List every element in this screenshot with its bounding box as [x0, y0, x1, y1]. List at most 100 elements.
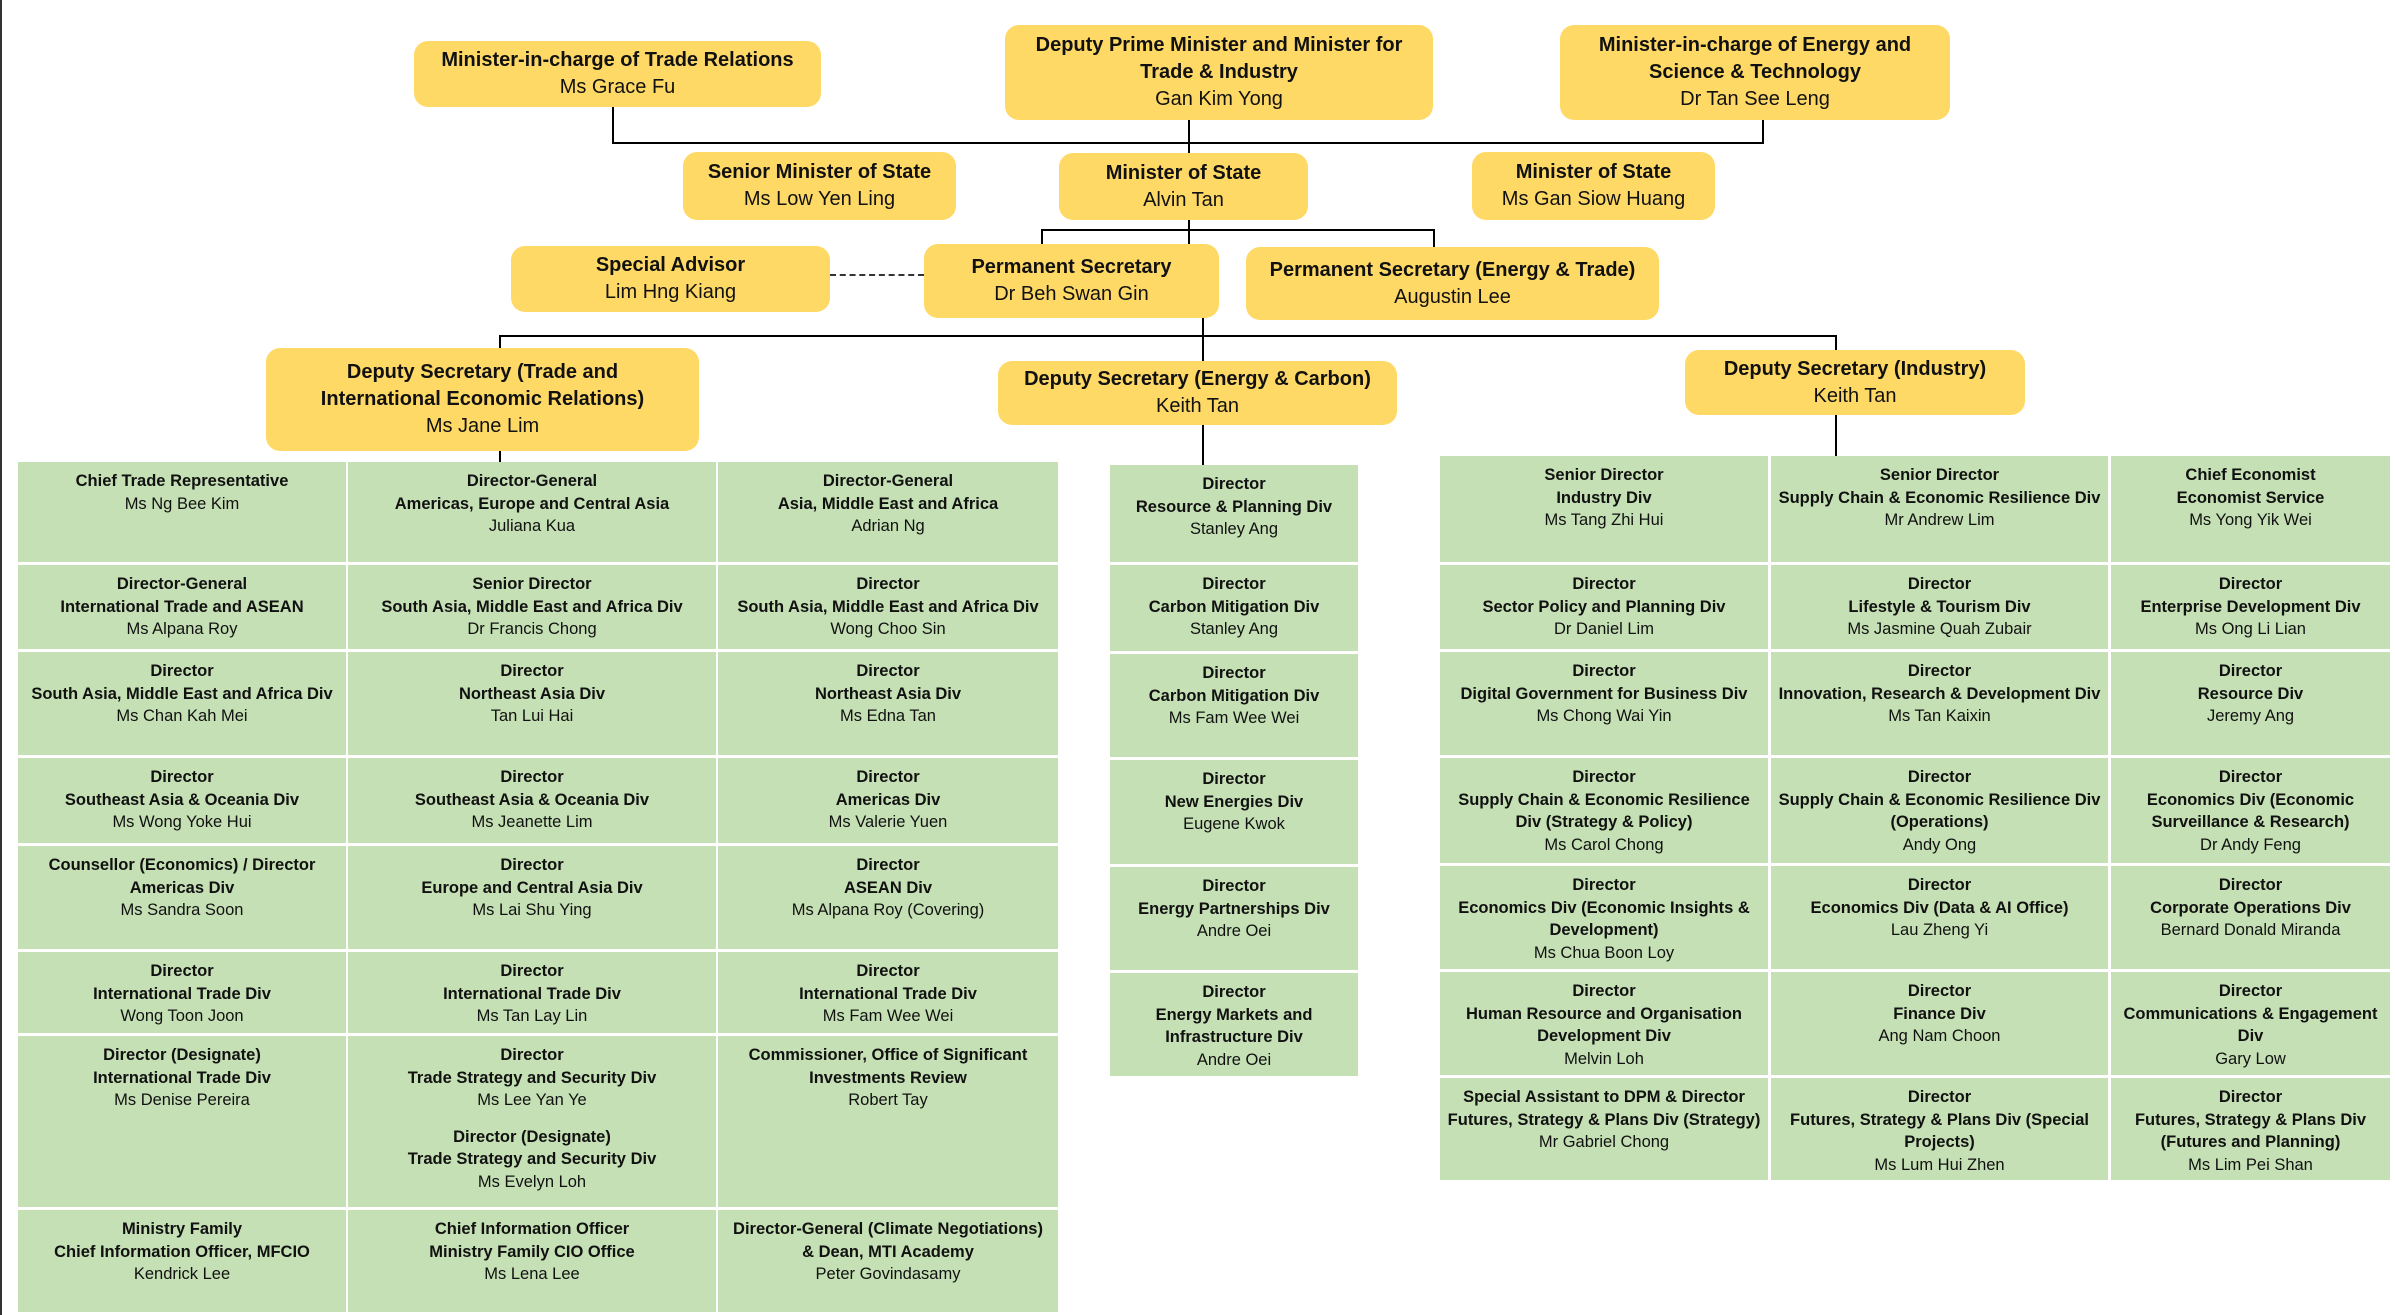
page-edge	[0, 0, 2, 1315]
cell-unit: Ministry Family CIO Office	[429, 1242, 635, 1261]
cell-role: Director	[856, 962, 920, 980]
cell-unit: South Asia, Middle East and Africa Div	[737, 597, 1039, 616]
division-cell: Commissioner, Office of Significant Inve…	[718, 1036, 1058, 1207]
cell-person-name: Ms Alpana Roy (Covering)	[791, 901, 985, 919]
cell-unit: Industry Div	[1556, 488, 1652, 507]
cell-person-name: Ms Lim Pei Shan	[2188, 1155, 2313, 1174]
cell-person-name: Ms Chan Kah Mei	[116, 707, 248, 725]
cell-unit: Corporate Operations Div	[2150, 898, 2351, 917]
cell-person-name: Ms Alpana Roy	[126, 620, 238, 638]
cell-unit: Futures, Strategy & Plans Div (Futures a…	[2134, 1110, 2367, 1152]
cell-unit: Supply Chain & Economic Resilience Div	[1778, 488, 2101, 507]
cell-person-name: Bernard Donald Miranda	[2160, 921, 2341, 939]
cell-unit: ASEAN Div	[843, 878, 933, 897]
cell-person-name: Ms Tan Lay Lin	[476, 1007, 588, 1025]
person-name: Augustin Lee	[1394, 285, 1511, 308]
cell-unit: Futures, Strategy & Plans Div (Strategy)	[1447, 1110, 1761, 1129]
box-deputy-secretary-energy-carbon: Deputy Secretary (Energy & Carbon) Keith…	[998, 361, 1397, 425]
cell-person-name: Ms Lai Shu Ying	[472, 901, 592, 919]
cell-role: Senior Director	[472, 575, 592, 593]
position-title: Senior Minister of State	[707, 161, 932, 183]
cell-unit: Futures, Strategy & Plans Div (Special P…	[1790, 1110, 2089, 1152]
cell-role: Counsellor (Economics) / Director	[48, 856, 316, 874]
cell-role: Director	[150, 768, 214, 786]
connector-ds-energy-drop	[1202, 335, 1204, 361]
cell-person-name: Ms Jasmine Quah Zubair	[1847, 620, 2032, 638]
cell-role: Director	[2218, 876, 2283, 894]
cell-role: Director	[500, 662, 564, 680]
cell-unit: International Trade Div	[93, 1068, 271, 1087]
cell-person-name: Ms Tan Kaixin	[1888, 707, 1991, 725]
cell-unit: Finance Div	[1893, 1004, 1986, 1023]
cell-person-name: Melvin Loh	[1564, 1049, 1644, 1068]
connector-mos-trunk	[1188, 220, 1190, 246]
cell-person-name: Stanley Ang	[1189, 520, 1279, 538]
cell-person-name: Ms Jeanette Lim	[471, 813, 593, 831]
cell-unit: Europe and Central Asia Div	[421, 878, 643, 897]
person-name: Ms Low Yen Ling	[743, 188, 896, 210]
cell-person-name: Kendrick Lee	[133, 1265, 231, 1283]
connector-permsec-left-drop	[1041, 229, 1043, 245]
person-name: Keith Tan	[1813, 384, 1897, 407]
cell-role: Director	[856, 768, 920, 786]
connector-special-advisor-dashed	[830, 274, 924, 276]
cell-unit: Americas Div	[129, 878, 235, 897]
cell-role: Director	[500, 856, 564, 874]
cell-role: Director	[1907, 768, 1972, 786]
cell-role: Director	[856, 856, 920, 874]
cell-unit: Southeast Asia & Oceania Div	[414, 790, 650, 809]
cell-unit: Communications & Engagement Div	[2123, 1004, 2378, 1046]
position-title: Permanent Secretary	[971, 256, 1172, 278]
position-title: Minister-in-charge of Trade Relations	[441, 49, 794, 71]
cell-role: Director	[1572, 575, 1636, 593]
cell-unit: South Asia, Middle East and Africa Div	[31, 684, 333, 703]
cell-unit: Enterprise Development Div	[2140, 597, 2361, 616]
cell-unit: Resource Div	[2197, 684, 2304, 703]
cell-role: Commissioner, Office of Significant Inve…	[748, 1046, 1028, 1087]
person-name: Alvin Tan	[1143, 188, 1224, 211]
cell-unit: Supply Chain & Economic Resilience Div (…	[1458, 790, 1750, 832]
position-title: Deputy Secretary (Trade and Internationa…	[320, 361, 645, 410]
cell-role: Director	[500, 962, 564, 980]
person-name: Lim Hng Kiang	[604, 281, 737, 303]
cell-role: Senior Director	[1879, 466, 2000, 484]
cell-person-name: Ms Wong Yoke Hui	[112, 813, 252, 831]
cell-unit: Northeast Asia Div	[458, 684, 606, 703]
cell-role: Director	[1202, 575, 1266, 593]
cell-unit: South Asia, Middle East and Africa Div	[381, 597, 683, 616]
cell-unit: Trade Strategy and Security Div	[407, 1068, 657, 1087]
cell-role: Director	[1202, 664, 1266, 682]
cell-person-name: Ms Denise Pereira	[114, 1091, 250, 1109]
cell-unit: International Trade Div	[799, 984, 977, 1003]
cell-role: Director (Designate)	[103, 1046, 261, 1064]
cell-person-name: Jeremy Ang	[2206, 707, 2295, 725]
cell-role: Director	[150, 962, 214, 980]
cell-person-name: Ms Tang Zhi Hui	[1544, 511, 1664, 529]
cell-unit: New Energies Div	[1164, 792, 1304, 811]
cell-unit: International Trade Div	[93, 984, 271, 1003]
cell-unit: Chief Information Officer, MFCIO	[54, 1242, 310, 1261]
cell-role: Chief Trade Representative	[75, 472, 289, 490]
position-title: Minister of State	[1105, 161, 1262, 184]
cell-role: Director	[1572, 662, 1636, 680]
cell-role: Director	[2218, 662, 2283, 680]
